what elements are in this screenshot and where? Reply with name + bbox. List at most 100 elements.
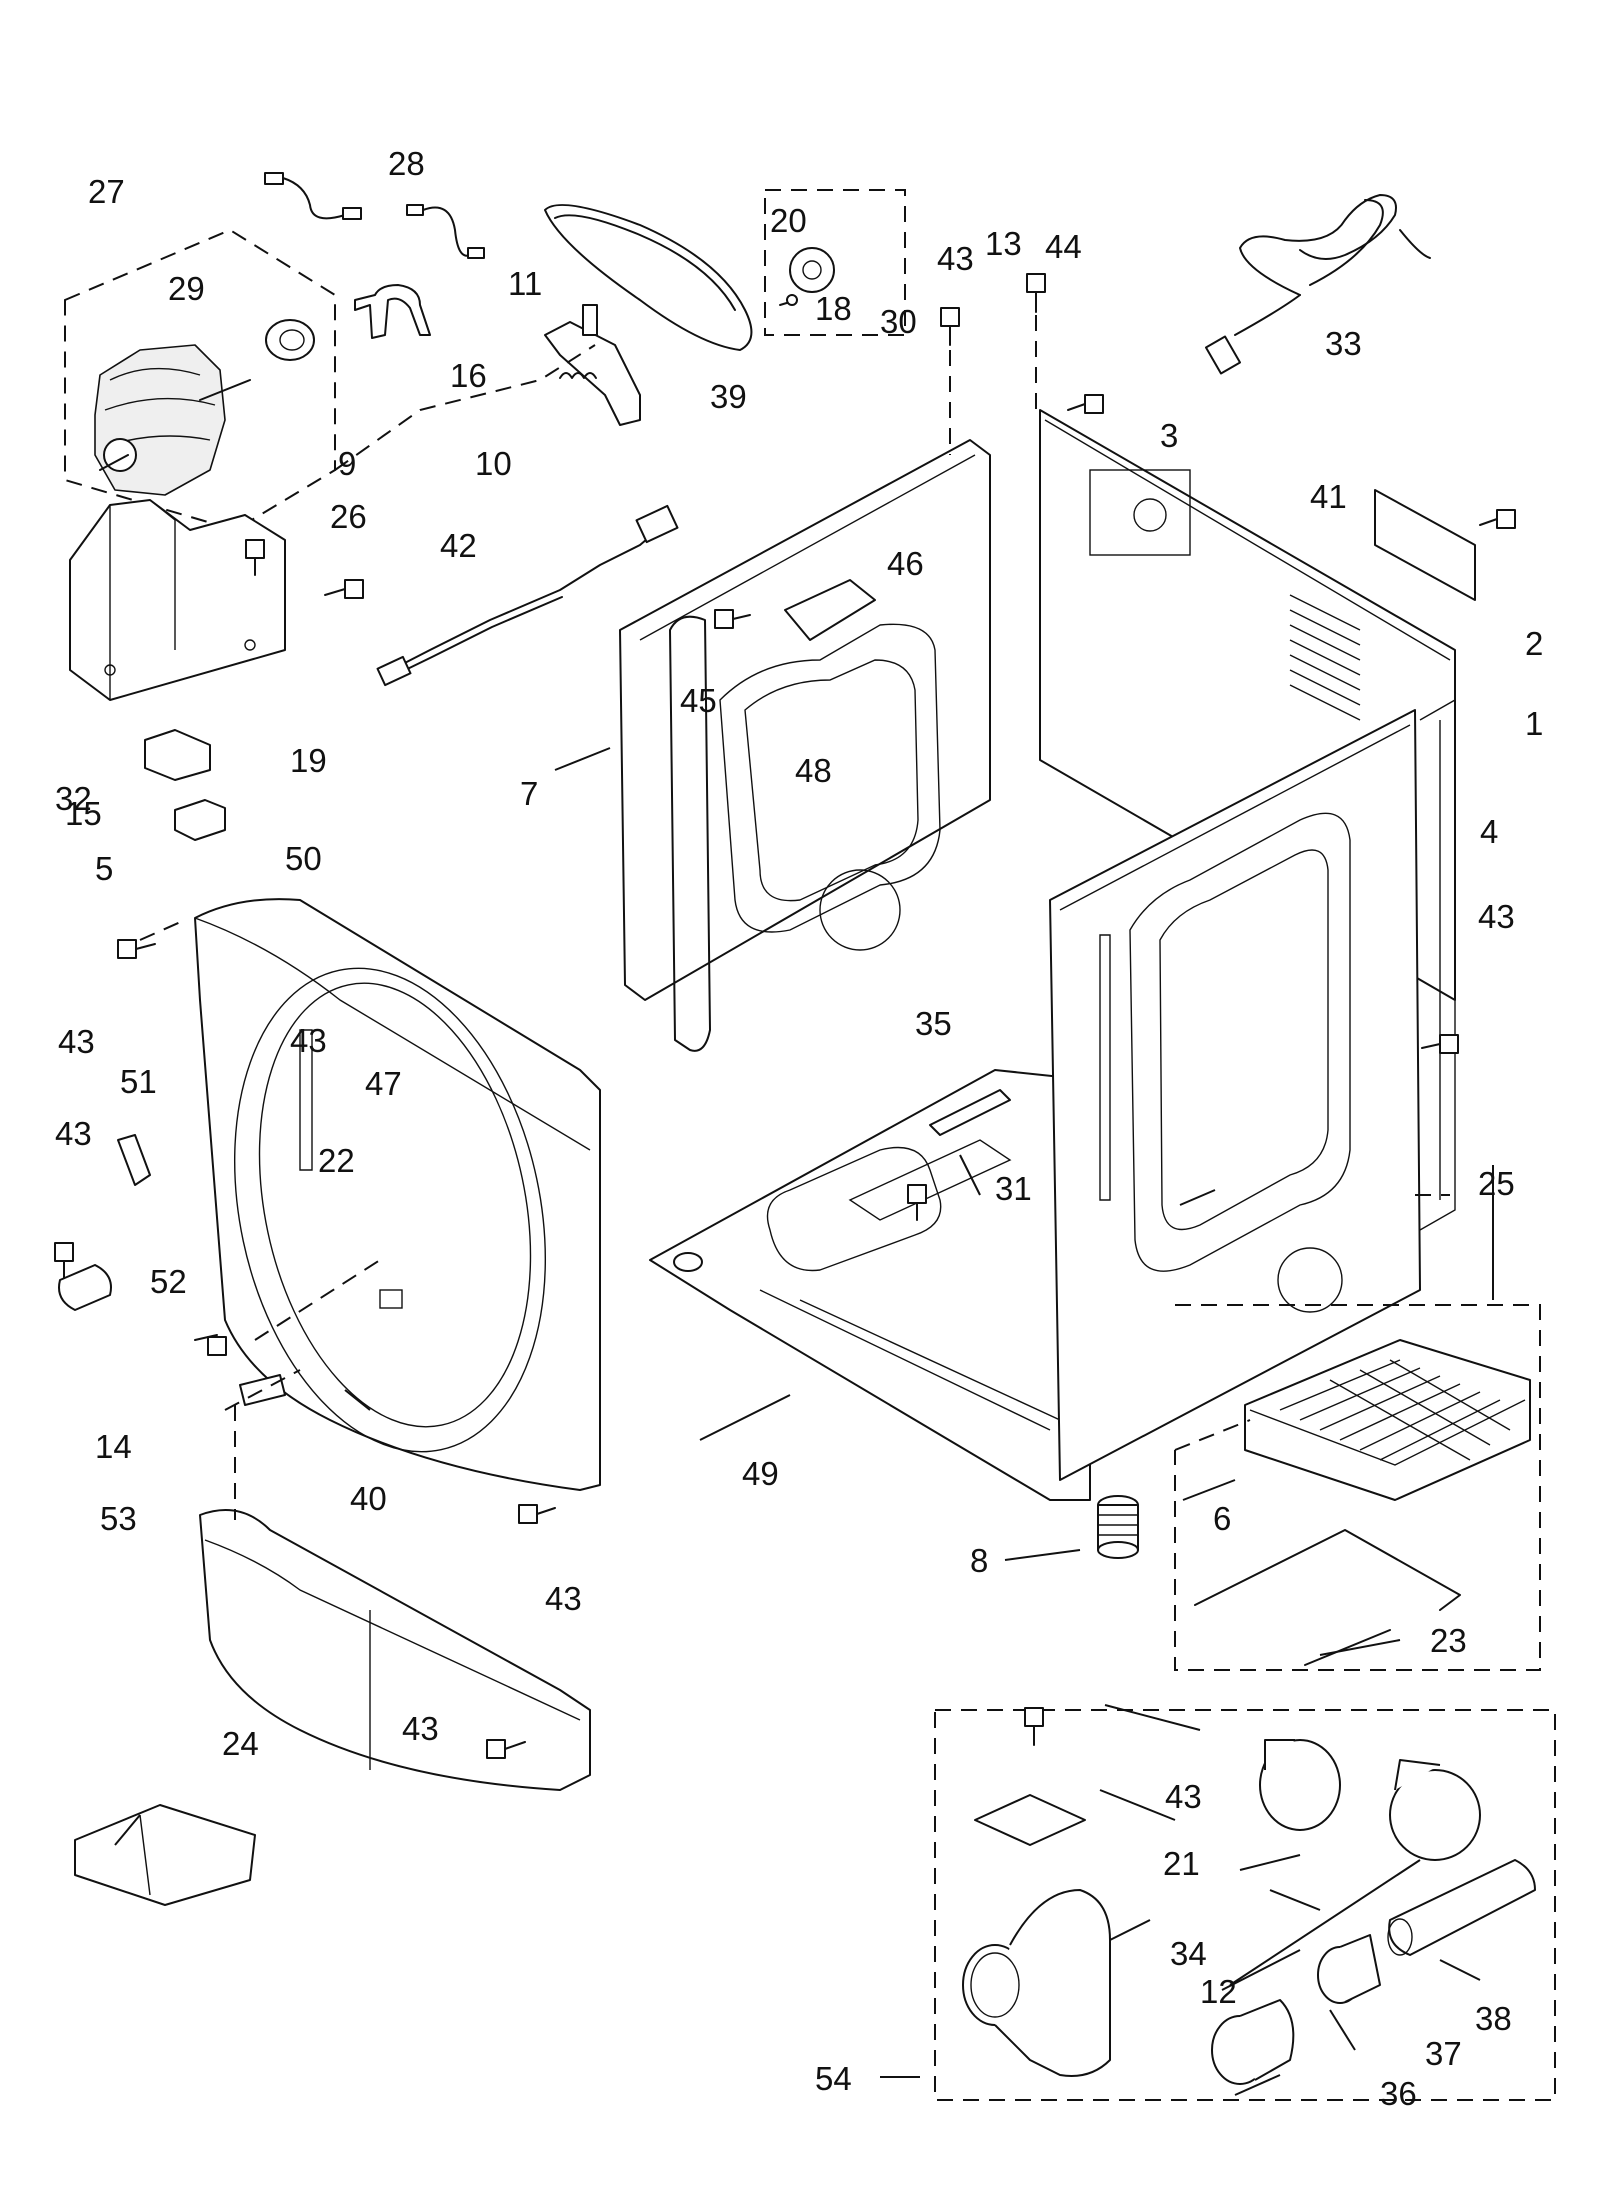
base-panel [649,1069,1091,1501]
right-side-panel [1049,698,1456,1481]
drive-belt [544,204,753,351]
screws [54,273,1516,1759]
callout-36: 36 [1380,2075,1417,2112]
callout-37: 37 [1425,2035,1462,2072]
power-cord [1204,194,1431,375]
callout-13: 13 [985,225,1022,262]
callout-53: 52 [150,1263,187,1300]
screw-icon [714,609,751,629]
callout-43-kit: 43 [1165,1778,1202,1815]
callout-18: 18 [815,290,852,327]
callout-43-toe: 43 [402,1710,439,1747]
screw-icon [518,1504,556,1524]
callout-50: 49 [742,1455,779,1492]
screw-icon [1421,1034,1459,1054]
callout-43-front-bottom: 43 [545,1580,582,1617]
callout-19: 19 [290,742,327,779]
callout-54: 53 [100,1500,137,1537]
callout-labels: 1 2 3 4 5 6 7 8 9 10 11 12 13 14 15 16 1… [55,145,1543,2112]
screw-icon [1024,1707,1044,1746]
callout-33: 33 [1325,325,1362,362]
callout-43-top: 43 [937,240,974,277]
callout-43-right: 43 [1478,898,1515,935]
screw-icon [324,579,364,599]
callout-8: 8 [970,1542,988,1579]
motor-assembly-group [64,228,336,532]
screw-icon [1026,273,1046,313]
screw-icon [940,307,960,346]
callout-7: 7 [520,775,538,812]
callout-49: 48 [795,752,832,789]
callout-10: 10 [475,445,512,482]
access-cover [1374,489,1476,601]
pulley [265,319,315,361]
front-panel [194,898,601,1491]
callout-44: 43 [290,1022,327,1059]
small-parts [58,579,1011,1406]
wire-harness-top [264,172,485,259]
callout-66: 54 [815,2060,852,2097]
callout-16: 16 [450,357,487,394]
drawer-group [1174,1304,1541,1671]
callout-41: 41 [1310,478,1347,515]
callout-51: 50 [285,840,322,877]
assembly-guides [139,315,1450,1520]
callout-21: 21 [1163,1845,1200,1882]
callout-11: 11 [508,265,542,302]
callout-22: 22 [318,1142,355,1179]
elbow-duct [962,1889,1111,2077]
leveling-leg [1097,1495,1139,1559]
callout-26: 26 [330,498,367,535]
left-side-panel [619,439,991,1052]
screw-icon [486,1739,526,1759]
callout-2: 2 [1525,625,1543,662]
drive-motor [94,344,251,496]
callout-29: 29 [168,270,205,307]
callout-28: 28 [388,145,425,182]
screw-icon [1067,394,1104,414]
callout-14: 14 [95,1428,132,1465]
callout-47: 46 [887,545,924,582]
leader-arrows [114,747,1494,2096]
callout-24: 24 [222,1725,259,1762]
callout-34: 34 [1170,1935,1207,1972]
idler-arm [544,304,641,426]
wire-harness-19 [376,504,679,687]
screw-icon [245,539,265,576]
callout-40: 40 [350,1480,387,1517]
screw-icon [194,1334,227,1356]
callout-30: 30 [880,303,917,340]
callout-31: 31 [995,1170,1032,1207]
toe-kick-panel [199,1509,591,1791]
screw-icon [1479,509,1516,529]
callout-4: 4 [1480,813,1498,850]
callout-45: 44 [1045,228,1082,265]
callout-38: 38 [1475,2000,1512,2037]
callout-1: 1 [1525,705,1543,742]
callout-43-left-lower: 43 [55,1115,92,1152]
callout-23: 23 [1430,1622,1467,1659]
vent-plate [974,1794,1086,1846]
callout-20: 20 [770,202,807,239]
exhaust-kit-group [934,1709,1556,2101]
callout-35: 35 [915,1005,952,1042]
switch-parts [144,729,226,841]
callout-39: 39 [710,378,747,415]
callout-32: 32 [55,780,92,817]
idler-group [764,189,906,336]
owner-manual [74,1804,256,1906]
motor-clip [354,284,431,339]
callout-46: 45 [680,682,717,719]
screw-icon [117,939,156,959]
callout-12: 12 [1200,1973,1237,2010]
callout-48: 47 [365,1065,402,1102]
callout-27: 27 [88,173,125,210]
callout-3: 3 [1160,417,1178,454]
callout-42: 42 [440,527,477,564]
vent-hoods [1259,1739,1481,1861]
screw-icon [54,1242,74,1279]
callout-25: 25 [1478,1165,1515,1202]
terminal-bracket [69,499,286,701]
callout-6: 6 [1213,1500,1231,1537]
